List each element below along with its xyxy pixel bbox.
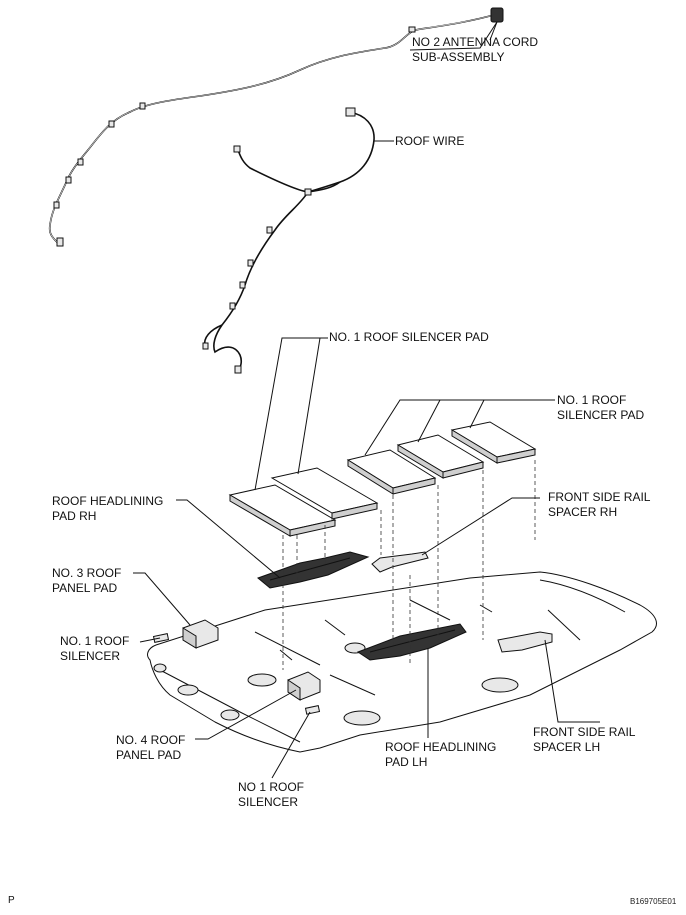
alignment-lines [282, 460, 536, 670]
silencer-pads-right [346, 421, 537, 495]
label-silencer-bottom-line1: NO 1 ROOF [238, 780, 305, 794]
label-panel-pad-3-line2: PANEL PAD [52, 581, 118, 595]
roof-panel-pad-3 [182, 619, 219, 649]
label-headlining-pad-lh: ROOF HEADLINING PAD LH [385, 740, 496, 770]
roof-silencer-bottom [304, 705, 321, 715]
label-headlining-pad-lh-line1: ROOF HEADLINING [385, 740, 497, 754]
label-front-side-rail-spacer-rh: FRONT SIDE RAIL SPACER RH [548, 490, 650, 520]
label-panel-pad-4-line2: PANEL PAD [116, 748, 182, 762]
label-front-rail-rh-line1: FRONT SIDE RAIL [548, 490, 651, 504]
roof-wire [202, 107, 375, 374]
label-headlining-pad-rh: ROOF HEADLINING PAD RH [52, 494, 163, 524]
label-panel-pad-3-line1: NO. 3 ROOF [52, 566, 122, 580]
label-silencer-bottom-line2: SILENCER [238, 795, 299, 809]
label-antenna-cord-line1: NO 2 ANTENNA CORD [412, 35, 539, 49]
roof-panel-pad-4 [287, 671, 321, 701]
label-front-rail-rh-line2: SPACER RH [548, 505, 618, 519]
label-roof-silencer-bottom: NO 1 ROOF SILENCER [238, 780, 304, 810]
footer-left-mark: P [8, 895, 15, 906]
label-headlining-pad-lh-line2: PAD LH [385, 755, 428, 769]
label-silencer-pad-right-line2: SILENCER PAD [557, 408, 645, 422]
front-side-rail-spacer-lh [497, 631, 553, 653]
headlining-pad-rh [257, 551, 370, 589]
silencer-pads-left [228, 467, 379, 537]
label-front-rail-lh-line1: FRONT SIDE RAIL [533, 725, 636, 739]
roof-silencer-left [152, 633, 170, 643]
label-silencer-pad-top-text: NO. 1 ROOF SILENCER PAD [329, 330, 489, 344]
label-roof-panel-pad-4: NO. 4 ROOF PANEL PAD [116, 733, 185, 763]
leader-lines [133, 21, 600, 779]
label-front-rail-lh-line2: SPACER LH [533, 740, 601, 754]
label-headlining-pad-rh-line1: ROOF HEADLINING [52, 494, 164, 508]
label-roof-panel-pad-3: NO. 3 ROOF PANEL PAD [52, 566, 121, 596]
front-side-rail-spacer-rh [371, 551, 429, 573]
label-silencer-pad-top: NO. 1 ROOF SILENCER PAD [329, 330, 489, 345]
label-silencer-pad-right-line1: NO. 1 ROOF [557, 393, 627, 407]
roof-headliner [147, 571, 657, 753]
label-panel-pad-4-line1: NO. 4 ROOF [116, 733, 186, 747]
label-roof-wire: ROOF WIRE [395, 134, 464, 149]
footer-figure-code: B169705E01 [630, 897, 677, 906]
antenna-cord [48, 7, 504, 247]
label-silencer-left-line2: SILENCER [60, 649, 121, 663]
label-roof-wire-text: ROOF WIRE [395, 134, 465, 148]
label-silencer-pad-right: NO. 1 ROOF SILENCER PAD [557, 393, 644, 423]
label-roof-silencer-left: NO. 1 ROOF SILENCER [60, 634, 129, 664]
label-headlining-pad-rh-line2: PAD RH [52, 509, 97, 523]
label-front-side-rail-spacer-lh: FRONT SIDE RAIL SPACER LH [533, 725, 635, 755]
label-silencer-left-line1: NO. 1 ROOF [60, 634, 130, 648]
label-antenna-cord-line2: SUB-ASSEMBLY [412, 50, 505, 64]
label-antenna-cord: NO 2 ANTENNA CORD SUB-ASSEMBLY [412, 35, 538, 65]
